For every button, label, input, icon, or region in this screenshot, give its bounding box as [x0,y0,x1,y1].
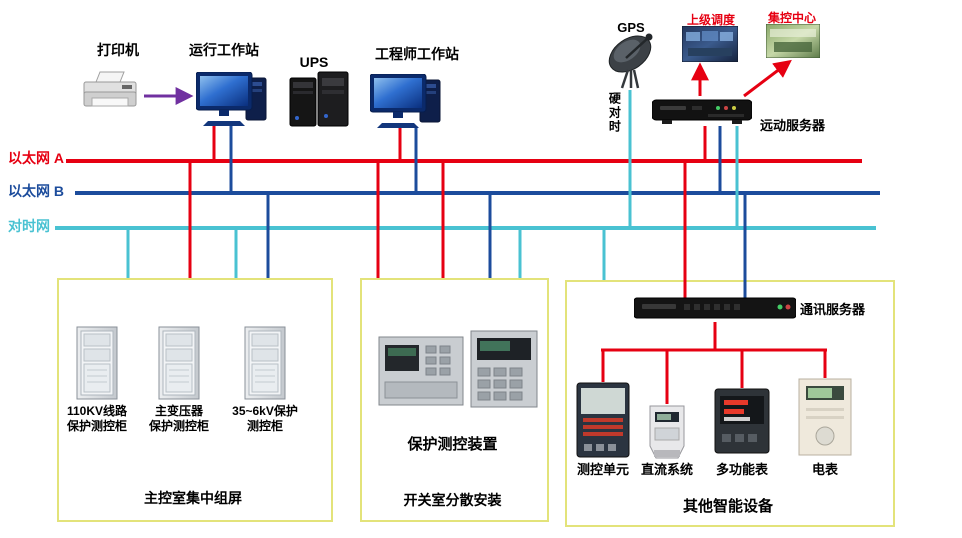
ethernet-b-label: 以太网 B [8,183,64,199]
cabinet-label: 主变压器 保护测控柜 [131,404,227,434]
comm-server-label: 通讯服务器 [800,302,866,317]
ups-image [288,70,350,128]
control-center-label: 集控中心 [767,11,816,25]
hard-time-sync-label: 硬对时 [607,92,622,134]
protection-cabinet-image [76,326,118,400]
left-box-caption: 主控室集中组屏 [144,490,242,506]
protection-device-image [378,336,464,406]
protection-device-image [470,330,538,408]
energy-meter-label: 电表 [811,462,838,477]
operator-workstation-image [195,71,268,126]
middle-box-caption: 开关室分散安装 [403,492,502,508]
operator-workstation-label: 运行工作站 [189,42,259,58]
engineer-workstation-label: 工程师工作站 [375,46,459,62]
comm-server-image [633,296,797,322]
dc-system-label: 直流系统 [640,462,693,477]
main-control-room-box [57,278,333,522]
remote-server-label: 远动服务器 [760,118,826,133]
cabinet-label-line1: 110KV线路 [66,404,128,418]
protection-cabinet-image [158,326,200,400]
printer-label: 打印机 [97,42,139,58]
protection-cabinet-image [244,326,286,400]
right-box-caption: 其他智能设备 [682,498,773,515]
cabinet-label-line2: 保护测控柜 [66,419,127,433]
remote-server-drops [703,126,739,228]
measurement-unit-image [576,382,630,458]
dc-system-image [646,404,688,460]
gps-label: GPS [617,20,645,35]
remote-server-image [651,96,753,126]
ups-label: UPS [299,54,329,70]
printer-image [80,70,140,112]
dispatch-photo [681,25,739,63]
server-to-control-center-arrow [743,59,792,98]
ethernet-a-label: 以太网 A [8,150,64,166]
cabinet-label: 110KV线路 保护测控柜 [49,404,145,434]
op-station-drops [212,124,233,193]
time-sync-net-label: 对时网 [8,218,50,234]
multifunction-meter-image [714,388,770,454]
cabinet-label: 35~6kV保护 测控柜 [217,404,313,434]
engineer-workstation-image [369,73,442,128]
cabinet-label-line2: 测控柜 [246,419,283,433]
right-box-drops [602,161,747,298]
cabinet-label-line1: 主变压器 [154,404,203,418]
cabinet-label-line2: 保护测控柜 [148,419,209,433]
cabinet-label-line1: 35~6kV保护 [232,404,298,418]
measurement-unit-label: 测控单元 [576,462,629,477]
control-center-photo [765,23,821,59]
eng-station-drops [398,126,418,193]
comm-server-distribution [601,322,827,404]
middle-device-label: 保护测控装置 [407,436,498,453]
dispatch-label: 上级调度 [686,13,735,27]
gps-antenna-image [604,30,662,92]
energy-meter-image [798,378,852,456]
middle-box-drops [376,161,522,278]
left-box-drops [126,161,270,278]
multifunction-meter-label: 多功能表 [715,462,768,477]
